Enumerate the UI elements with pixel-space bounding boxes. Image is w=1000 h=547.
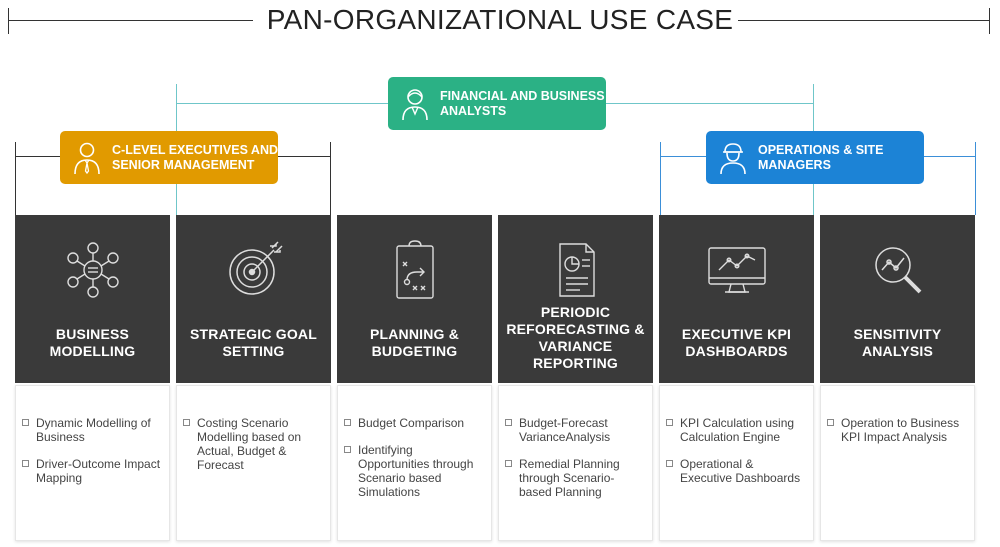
list-item: Budget-Forecast VarianceAnalysis: [505, 416, 644, 444]
title-rule-left: [8, 20, 253, 21]
panel-periodic-reforecasting: Budget-Forecast VarianceAnalysis Remedia…: [498, 385, 653, 541]
list-item: KPI Calculation using Calculation Engine: [666, 416, 805, 444]
network-icon: [66, 242, 119, 298]
clipboard-strategy-icon: [395, 240, 434, 299]
card-executive-kpi-dashboards: EXECUTIVE KPI DASHBOARDS: [659, 215, 814, 383]
executives-label: C-LEVEL EXECUTIVES AND SENIOR MANAGEMENT: [112, 142, 278, 172]
card-strategic-goal-setting: STRATEGIC GOAL SETTING: [176, 215, 331, 383]
list-item: Remedial Planning through Scenario-based…: [505, 457, 644, 499]
financial-analysts-badge: FINANCIAL AND BUSINESS ANALYSTS: [388, 77, 606, 130]
panel-sensitivity-analysis: Operation to Business KPI Impact Analysi…: [820, 385, 975, 541]
report-chart-icon: [558, 243, 595, 297]
target-icon: [228, 241, 283, 295]
analyst-icon: [402, 88, 428, 120]
title-rule-right-cap: [989, 8, 990, 34]
magnifier-chart-icon: [874, 247, 921, 294]
page-title: PAN-ORGANIZATIONAL USE CASE: [266, 4, 734, 35]
list-item: Costing Scenario Modelling based on Actu…: [183, 416, 322, 472]
list-item: Operation to Business KPI Impact Analysi…: [827, 416, 966, 444]
list-item: Identifying Opportunities through Scenar…: [344, 443, 483, 499]
operations-bracket-left: [660, 142, 661, 215]
panel-strategic-goal-setting: Costing Scenario Modelling based on Actu…: [176, 385, 331, 541]
title-rule-right: [738, 20, 990, 21]
executives-bracket-right: [330, 142, 331, 215]
card-title: STRATEGIC GOAL SETTING: [190, 326, 317, 359]
executives-bracket-left: [15, 142, 16, 215]
executive-icon: [74, 142, 100, 174]
executives-badge: C-LEVEL EXECUTIVES AND SENIOR MANAGEMENT: [60, 131, 278, 184]
list-item: Budget Comparison: [344, 416, 483, 430]
list-item: Driver-Outcome Impact Mapping: [22, 457, 161, 485]
list-item: Operational & Executive Dashboards: [666, 457, 805, 485]
title-rule-left-cap: [8, 8, 9, 34]
monitor-chart-icon: [707, 247, 766, 293]
card-sensitivity-analysis: SENSITIVITY ANALYSIS: [820, 215, 975, 383]
card-planning-budgeting: PLANNING & BUDGETING: [337, 215, 492, 383]
financial-analysts-label: FINANCIAL AND BUSINESS ANALYSTS: [440, 88, 605, 118]
operations-bracket-right: [975, 142, 976, 215]
card-title: SENSITIVITY ANALYSIS: [853, 326, 942, 359]
card-business-modelling: BUSINESS MODELLING: [15, 215, 170, 383]
worker-helmet-icon: [720, 142, 746, 174]
card-title: PLANNING & BUDGETING: [369, 326, 460, 359]
list-item: Dynamic Modelling of Business: [22, 416, 161, 444]
card-title: BUSINESS MODELLING: [49, 326, 136, 359]
card-periodic-reforecasting: PERIODIC REFORECASTING & VARIANCE REPORT…: [498, 215, 653, 383]
card-title: PERIODIC REFORECASTING & VARIANCE REPORT…: [506, 304, 645, 371]
panel-executive-kpi-dashboards: KPI Calculation using Calculation Engine…: [659, 385, 814, 541]
card-title: EXECUTIVE KPI DASHBOARDS: [681, 326, 792, 359]
panel-business-modelling: Dynamic Modelling of Business Driver-Out…: [15, 385, 170, 541]
operations-label: OPERATIONS & SITE MANAGERS: [758, 142, 884, 172]
operations-badge: OPERATIONS & SITE MANAGERS: [706, 131, 924, 184]
panel-planning-budgeting: Budget Comparison Identifying Opportunit…: [337, 385, 492, 541]
